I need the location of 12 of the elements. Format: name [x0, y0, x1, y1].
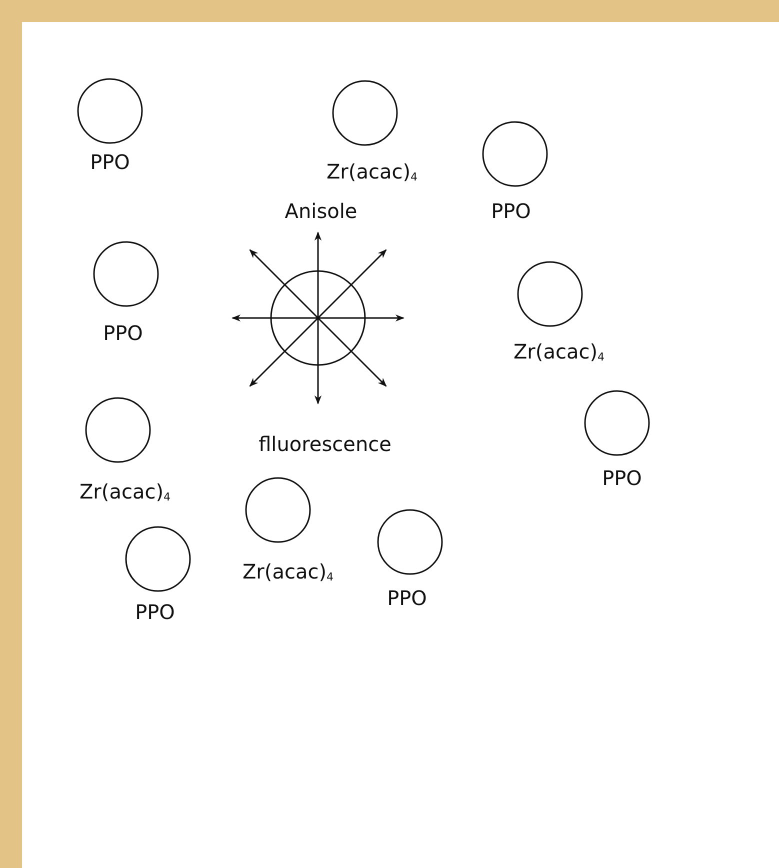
molecule-label: PPO [103, 323, 143, 343]
molecule-label: PPO [135, 602, 175, 622]
molecule-label: PPO [90, 152, 130, 172]
molecule-label: PPO [602, 468, 642, 488]
molecule-label: Zr(acac)$_{4}$ [513, 342, 605, 362]
molecule-label: Zr(acac)$_{4}$ [79, 482, 171, 502]
molecule-label: PPO [387, 588, 427, 608]
molecule-label: Anisole [284, 201, 358, 221]
molecule-label: Zr(acac)$_{4}$ [242, 562, 334, 582]
emission-label: flluorescence [258, 434, 392, 454]
molecule-label: PPO [491, 201, 531, 221]
molecule-label: Zr(acac)$_{4}$ [326, 162, 418, 182]
